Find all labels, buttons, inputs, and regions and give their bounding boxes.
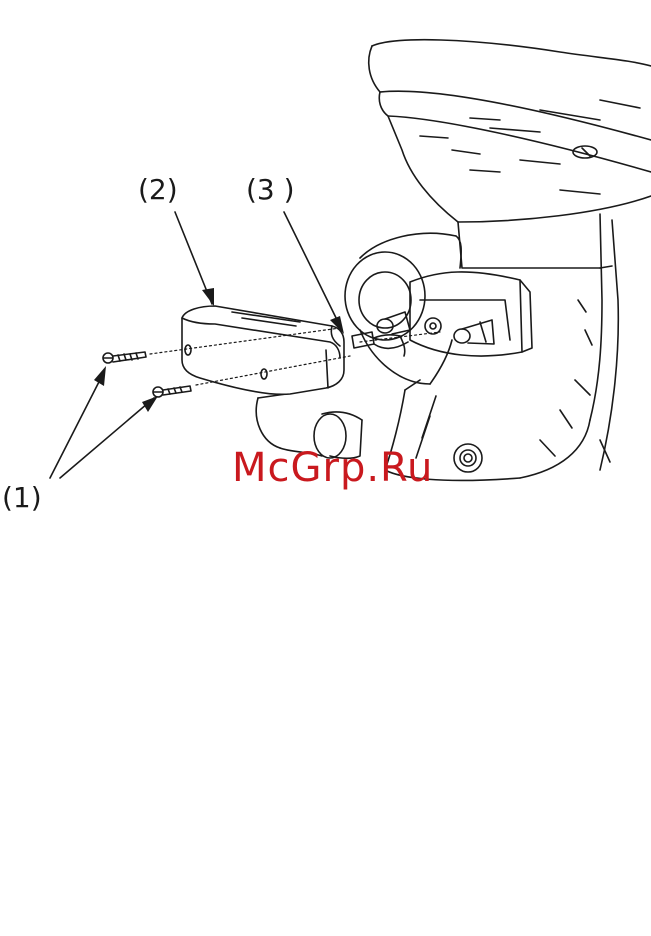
screw-upper bbox=[103, 352, 146, 363]
motor-frame bbox=[385, 214, 618, 480]
screw-lower bbox=[153, 386, 191, 397]
cover-part-2 bbox=[182, 306, 344, 394]
wire-terminal-part-3 bbox=[352, 332, 408, 356]
terminal-block bbox=[377, 272, 532, 356]
cylinder-bracket bbox=[345, 233, 461, 384]
callout-label-1: (1) bbox=[2, 484, 42, 512]
callout-label-2: (2) bbox=[138, 176, 178, 204]
upper-housing bbox=[369, 40, 651, 222]
watermark-text: McGrp.Ru bbox=[232, 448, 433, 488]
callout-label-3: (3 ) bbox=[246, 176, 295, 204]
